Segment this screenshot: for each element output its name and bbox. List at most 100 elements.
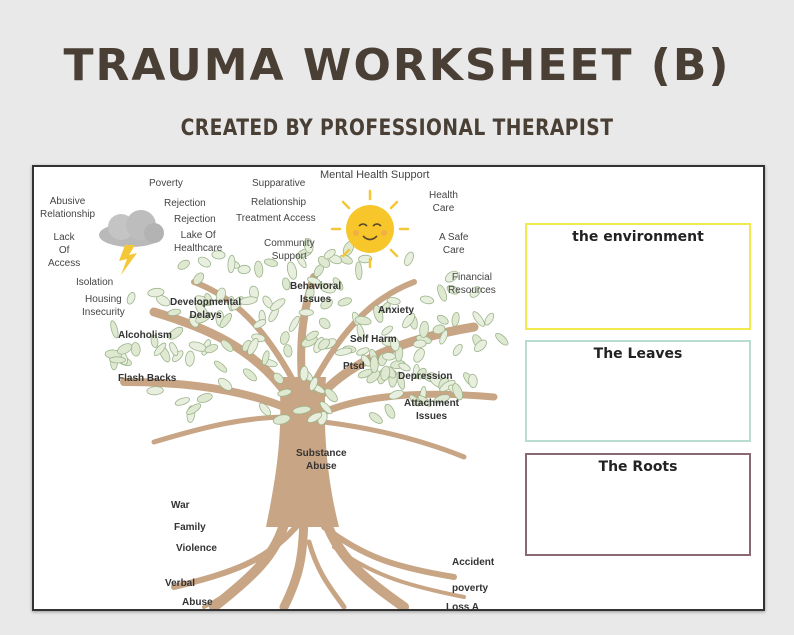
leaf xyxy=(437,284,448,302)
word-abuse: Abuse xyxy=(182,597,213,608)
leaf xyxy=(196,393,213,403)
leaf xyxy=(380,365,391,381)
leaf xyxy=(332,277,344,291)
leaf xyxy=(446,285,459,295)
leaf xyxy=(242,368,257,382)
leaf xyxy=(386,297,401,305)
word-isolation: Isolation xyxy=(76,277,114,288)
word-poverty: Poverty xyxy=(149,178,183,189)
word-relationship: Relationship xyxy=(251,197,307,208)
leaf xyxy=(254,260,264,278)
leaf xyxy=(413,348,425,363)
leaf xyxy=(305,286,315,302)
leaf xyxy=(217,377,233,391)
word-rejection-1: Rejection xyxy=(164,198,206,209)
word-verbal: Verbal xyxy=(165,578,196,589)
leaf xyxy=(126,292,136,305)
leaf xyxy=(436,314,449,325)
tree-leaves xyxy=(104,238,509,426)
leaf xyxy=(390,337,400,352)
leaf xyxy=(318,338,330,351)
word-health-care: Health Care xyxy=(429,190,458,214)
leaf xyxy=(150,334,159,348)
leaf xyxy=(211,250,226,260)
smiling-sun-icon xyxy=(330,189,410,269)
tree-illustration xyxy=(99,189,509,609)
leaf xyxy=(153,342,167,357)
leaf xyxy=(247,338,259,356)
roots-box-label: The Roots xyxy=(598,459,678,475)
leaf xyxy=(237,264,251,275)
roots-answer-box[interactable]: The Roots xyxy=(525,453,751,556)
leaf xyxy=(269,298,286,311)
leaf xyxy=(495,332,509,346)
worksheet-subtitle: CREATED BY PROFESSIONAL THERAPIST xyxy=(180,116,614,141)
leaf xyxy=(354,315,372,326)
leaf xyxy=(361,354,371,367)
word-behavioral-issues: Behavioral Issues xyxy=(290,281,342,305)
leaf xyxy=(146,386,164,396)
leaf xyxy=(292,405,312,415)
environment-answer-box[interactable]: the environment xyxy=(525,223,751,330)
word-a-safe-care: A Safe Care xyxy=(439,232,469,256)
leaf xyxy=(419,320,429,338)
word-poverty-root: poverty xyxy=(452,583,489,594)
leaf xyxy=(319,401,333,415)
leaf xyxy=(197,256,211,268)
leaf xyxy=(484,312,495,326)
leaves-answer-box[interactable]: The Leaves xyxy=(525,340,751,442)
leaf xyxy=(213,360,228,373)
leaf xyxy=(337,297,352,307)
leaf xyxy=(261,350,270,366)
word-ptsd: Ptsd xyxy=(343,361,365,372)
word-financial-resources: Financial Resources xyxy=(448,272,496,296)
leaves-box-label: The Leaves xyxy=(593,346,683,362)
leaf xyxy=(417,395,432,407)
word-depression: Depression xyxy=(398,371,453,382)
leaf xyxy=(130,342,141,357)
word-treatment-access: Treatment Access xyxy=(236,213,316,224)
leaf xyxy=(318,317,331,330)
leaf xyxy=(185,350,195,367)
leaf xyxy=(381,325,393,336)
leaf xyxy=(273,372,284,384)
leaf xyxy=(305,330,319,341)
leaf xyxy=(356,347,370,356)
leaf xyxy=(433,394,451,404)
leaf xyxy=(472,311,485,327)
leaf xyxy=(451,311,460,327)
word-war: War xyxy=(171,500,190,511)
word-abusive-relationship: Abusive Relationship xyxy=(40,196,96,220)
leaf xyxy=(279,331,290,345)
leaf xyxy=(227,254,236,274)
word-attachment-issues: Attachment Issues xyxy=(404,398,460,422)
leaf xyxy=(398,362,411,372)
leaf xyxy=(444,270,459,283)
word-self-harm: Self Harm xyxy=(350,334,397,345)
worksheet-page: Abusive Relationship Lack Of Access Pove… xyxy=(32,165,765,611)
leaf xyxy=(195,302,209,319)
leaf xyxy=(368,412,383,424)
word-lake-of-healthcare: Lake Of Healthcare xyxy=(174,230,223,254)
leaf xyxy=(420,295,434,305)
word-accident: Accident xyxy=(452,557,495,568)
word-supparative: Supparative xyxy=(252,178,306,189)
leaf xyxy=(382,352,396,361)
word-flash-backs: Flash Backs xyxy=(118,373,177,384)
leaf xyxy=(220,339,234,352)
leaf xyxy=(412,339,427,349)
leaf xyxy=(409,394,421,407)
leaf xyxy=(432,324,446,335)
leaf xyxy=(358,254,373,264)
word-anxiety: Anxiety xyxy=(378,305,415,316)
word-lack-of-access: Lack Of Access xyxy=(48,232,81,269)
leaf xyxy=(168,326,184,340)
leaf xyxy=(186,403,202,415)
leaf xyxy=(258,402,272,417)
word-violence: Violence xyxy=(176,543,217,554)
leaf xyxy=(117,343,133,355)
leaf xyxy=(307,412,323,423)
leaf xyxy=(277,388,292,397)
leaf xyxy=(356,323,365,341)
leaf xyxy=(396,371,406,390)
